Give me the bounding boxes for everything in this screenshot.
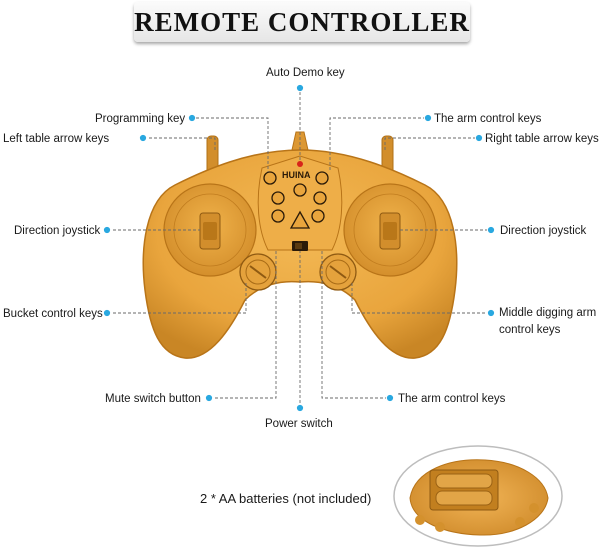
label-left-table-arrow-keys: Left table arrow keys bbox=[3, 133, 110, 145]
label-right-table-arrow-keys: Right table arrow keys bbox=[485, 133, 599, 145]
callout-dot-left-table bbox=[138, 133, 148, 143]
bucket-control-dial bbox=[239, 253, 277, 291]
label-power-switch: Power switch bbox=[265, 418, 333, 430]
callout-dot-arm-bottom bbox=[385, 393, 395, 403]
left-joystick bbox=[199, 212, 221, 250]
battery-compartment-image bbox=[393, 445, 563, 547]
callout-dots bbox=[102, 83, 496, 413]
callout-dot-auto-demo bbox=[295, 83, 305, 93]
label-programming-key: Programming key bbox=[95, 113, 186, 125]
callout-dot-right-table bbox=[474, 133, 484, 143]
label-bucket-control-keys: Bucket control keys bbox=[3, 308, 103, 320]
label-mute-switch-button: Mute switch button bbox=[105, 393, 201, 405]
battery-caption: 2 * AA batteries (not included) bbox=[200, 491, 372, 506]
label-arm-control-keys-top: The arm control keys bbox=[434, 113, 542, 125]
callout-dot-mute bbox=[204, 393, 214, 403]
callout-dot-power bbox=[295, 403, 305, 413]
callout-dot-programming bbox=[187, 113, 197, 123]
callout-dot-middle-arm bbox=[486, 308, 496, 318]
callout-dot-bucket bbox=[102, 308, 112, 318]
brand-logo: HUINA bbox=[282, 170, 311, 180]
label-auto-demo-key: Auto Demo key bbox=[266, 67, 345, 79]
label-middle-digging-arm-control-keys: Middle digging arm control keys bbox=[499, 307, 597, 336]
leader-lines bbox=[108, 92, 490, 408]
callout-dot-joystick-left bbox=[102, 225, 112, 235]
middle-arm-dial bbox=[319, 253, 357, 291]
center-keypad bbox=[263, 161, 329, 251]
label-arm-control-keys-bottom: The arm control keys bbox=[398, 393, 506, 405]
callout-dot-arm-top bbox=[423, 113, 433, 123]
title-banner: REMOTE CONTROLLER bbox=[134, 2, 470, 42]
callout-dot-joystick-right bbox=[486, 225, 496, 235]
label-direction-joystick-right: Direction joystick bbox=[500, 225, 587, 237]
page-title: REMOTE CONTROLLER bbox=[134, 6, 470, 37]
right-joystick bbox=[379, 212, 401, 250]
label-direction-joystick-left: Direction joystick bbox=[14, 225, 101, 237]
